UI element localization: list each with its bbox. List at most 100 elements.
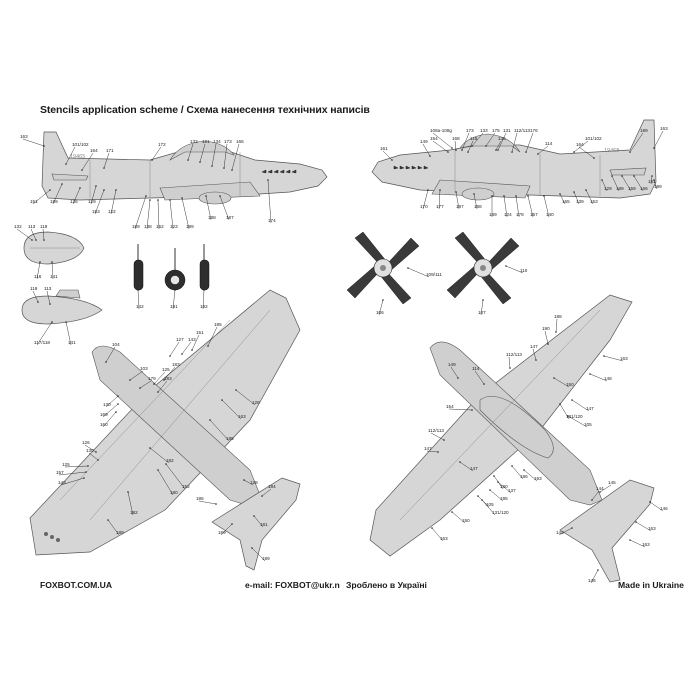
callout-leader bbox=[88, 452, 99, 461]
callout-label: 141 bbox=[50, 274, 58, 279]
left-side-profile: 19465 bbox=[41, 131, 328, 205]
callout-target bbox=[51, 321, 53, 323]
callout-label: 146 bbox=[660, 506, 668, 511]
callout-bottom_right-14: 147 bbox=[459, 461, 478, 472]
callout-label: 146 bbox=[588, 578, 596, 583]
callout-leader bbox=[629, 132, 644, 153]
callout-side_left-2: 164 bbox=[81, 148, 98, 171]
callout-bottom_left-10: 130 bbox=[103, 395, 119, 408]
callout-label: 189 bbox=[186, 224, 194, 229]
callout-leader bbox=[81, 152, 94, 171]
callout-leader bbox=[219, 195, 230, 221]
callout-leader bbox=[16, 228, 33, 241]
callout-leader bbox=[511, 465, 524, 480]
callout-target bbox=[489, 489, 491, 491]
callout-label: 163 bbox=[238, 414, 246, 419]
callout-target bbox=[129, 379, 131, 381]
callout-target bbox=[115, 411, 117, 413]
callout-leader bbox=[426, 450, 439, 453]
callout-leader bbox=[42, 228, 45, 241]
callout-label: 147 bbox=[586, 406, 594, 411]
callout-small_parts-1: 113 bbox=[28, 224, 37, 241]
callout-leader bbox=[473, 193, 478, 210]
callout-label: 188 bbox=[474, 204, 482, 209]
callout-target bbox=[603, 355, 605, 357]
callout-leader bbox=[199, 143, 206, 163]
callout-leader bbox=[110, 189, 117, 215]
callout-side_right-26: 140 bbox=[543, 195, 554, 218]
callout-leader bbox=[559, 193, 566, 205]
callout-target bbox=[215, 503, 217, 505]
callout-target bbox=[571, 527, 573, 529]
callout-bottom_left-18: 157 bbox=[56, 470, 87, 476]
callout-label: 145 bbox=[556, 530, 564, 535]
callout-side_right-0: 161 bbox=[380, 146, 393, 161]
callout-label: 130 bbox=[86, 448, 94, 453]
callout-leader bbox=[157, 380, 168, 393]
callout-leader bbox=[467, 140, 474, 153]
callout-leader bbox=[231, 143, 240, 171]
callout-bottom_left-27: 184 bbox=[261, 484, 276, 497]
callout-target bbox=[471, 409, 473, 411]
callout-target bbox=[95, 185, 97, 187]
callout-target bbox=[553, 377, 555, 379]
callout-target bbox=[153, 383, 155, 385]
callout-label: 174 bbox=[268, 218, 276, 223]
callout-label: 187 bbox=[226, 215, 234, 220]
callout-bottom_right-7: 163 bbox=[603, 355, 628, 362]
callout-leader bbox=[451, 511, 466, 524]
callout-label: 119 bbox=[40, 224, 48, 229]
callout-bottom_left-14: 128 bbox=[235, 389, 260, 406]
callout-label: 189 bbox=[489, 212, 497, 217]
callout-label: 119 bbox=[30, 286, 38, 291]
callout-label: 126 bbox=[82, 440, 90, 445]
callout-label: 179 bbox=[148, 376, 156, 381]
callout-target bbox=[127, 491, 129, 493]
callout-leader bbox=[235, 389, 256, 406]
callout-leader bbox=[481, 499, 496, 516]
left-canopy bbox=[169, 140, 235, 161]
callout-target bbox=[567, 415, 569, 417]
callout-bottom_right-31: 163 bbox=[629, 539, 650, 548]
callout-leader bbox=[497, 481, 512, 494]
callout-leader bbox=[22, 138, 45, 147]
callout-label: 149 bbox=[420, 139, 428, 144]
main-wheel-right bbox=[199, 244, 210, 291]
callout-target bbox=[235, 389, 237, 391]
callout-bottom_left-30: 189 bbox=[218, 523, 233, 536]
callout-label: 189 bbox=[132, 224, 140, 229]
callout-label: 183 bbox=[172, 362, 180, 367]
callout-label: 150 bbox=[462, 518, 470, 523]
callout-target bbox=[103, 167, 105, 169]
callout-leader bbox=[32, 290, 39, 303]
callout-leader bbox=[455, 191, 460, 210]
callout-side_right-8: 175 bbox=[485, 128, 500, 147]
callout-target bbox=[149, 199, 151, 201]
callout-side_left-3: 171 bbox=[103, 148, 114, 169]
callout-target bbox=[559, 193, 561, 195]
footer-made-ua: Зроблено в Україні bbox=[346, 580, 427, 590]
callout-leader bbox=[571, 399, 590, 412]
callout-bottom_right-1: 112/113 bbox=[506, 352, 522, 369]
callout-leader bbox=[105, 395, 119, 408]
callout-target bbox=[157, 199, 159, 201]
callout-leader bbox=[591, 490, 600, 501]
callout-bottom_right-27: 146 bbox=[649, 501, 668, 512]
callout-label: 161 bbox=[380, 146, 388, 151]
callout-target bbox=[231, 169, 233, 171]
callout-side_left-17: 138 bbox=[144, 199, 152, 230]
callout-leader bbox=[127, 491, 134, 516]
callout-side_left-8: 173 bbox=[223, 139, 232, 169]
callout-target bbox=[187, 159, 189, 161]
callout-target bbox=[597, 569, 599, 571]
callout-small_parts-7: 117/118 bbox=[34, 321, 53, 346]
callout-bottom_right-30: 146 bbox=[588, 569, 599, 584]
callout-target bbox=[651, 175, 653, 177]
callout-label: 143 bbox=[188, 337, 196, 342]
callout-label: 169 bbox=[100, 412, 108, 417]
callout-leader bbox=[107, 519, 120, 536]
callout-label: 173 bbox=[224, 139, 232, 144]
callout-label: 185 bbox=[226, 436, 234, 441]
callout-label: 151 bbox=[30, 199, 38, 204]
callout-leader bbox=[505, 265, 524, 274]
